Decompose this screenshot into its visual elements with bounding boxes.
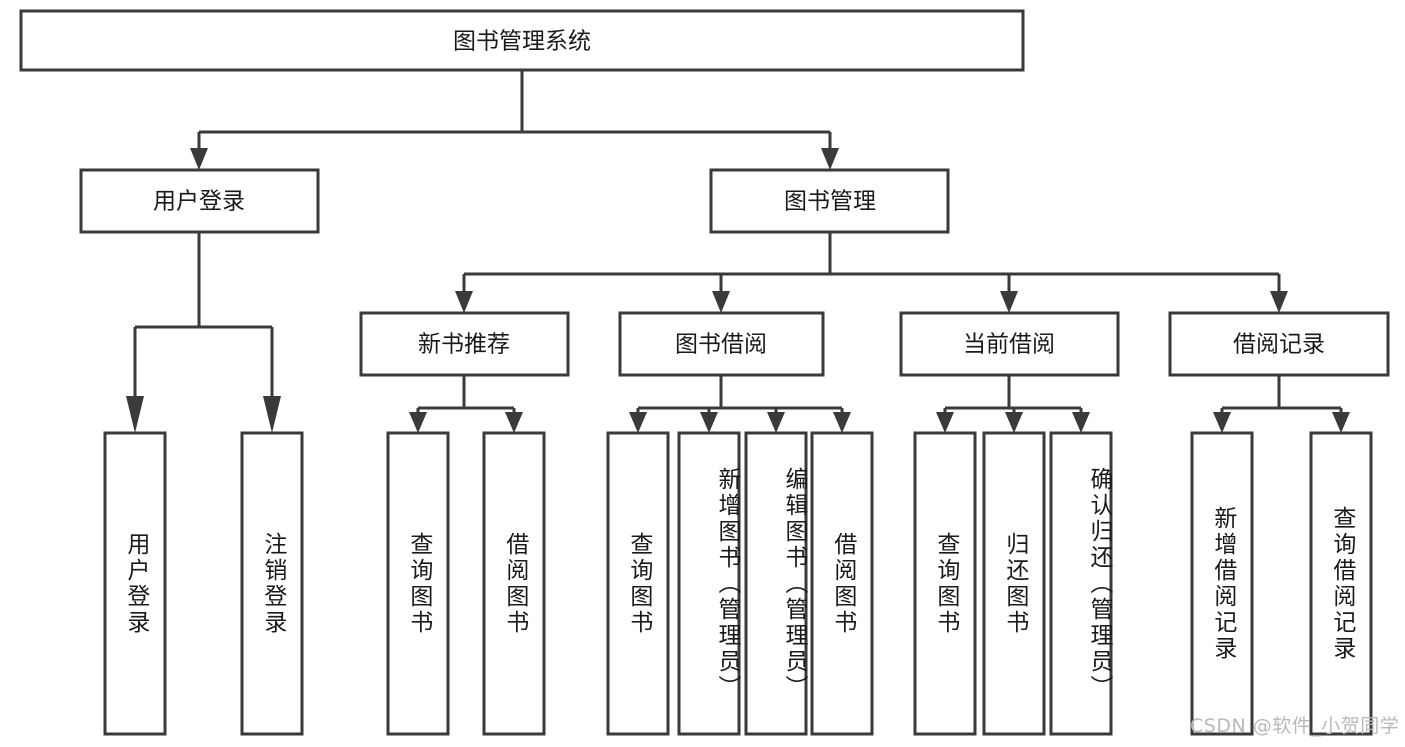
node-current-borrow[interactable]: 当前借阅 bbox=[899, 311, 1120, 377]
arrow-leaf-add-book-admin bbox=[700, 412, 718, 433]
arrow-leaf-user-login bbox=[126, 396, 144, 433]
leaf-query-book-1-box[interactable] bbox=[386, 431, 450, 736]
arrow-leaf-add-borrow-record bbox=[1213, 412, 1231, 433]
node-user-login-box[interactable] bbox=[79, 168, 320, 234]
arrow-to-book-borrow bbox=[712, 291, 730, 313]
node-book-management-label: 图书管理 bbox=[784, 189, 876, 215]
node-new-book-recommend[interactable]: 新书推荐 bbox=[359, 311, 570, 377]
leaf-confirm-return-admin-box[interactable] bbox=[1049, 431, 1113, 736]
node-borrow-record-label: 借阅记录 bbox=[1233, 332, 1325, 358]
connectors-group bbox=[126, 70, 1350, 433]
node-user-login-label: 用户登录 bbox=[153, 189, 245, 215]
leaf-user-login-box[interactable] bbox=[103, 431, 167, 736]
leaf-query-book-2-box[interactable] bbox=[606, 431, 670, 736]
leaf-add-borrow-record-box[interactable] bbox=[1190, 431, 1254, 736]
root-node-box[interactable] bbox=[19, 9, 1025, 72]
arrow-to-book-management bbox=[821, 148, 839, 170]
node-book-management[interactable]: 图书管理 bbox=[709, 168, 950, 234]
leaf-boxes-group bbox=[103, 431, 1373, 736]
node-book-management-box[interactable] bbox=[709, 168, 950, 234]
arrow-leaf-borrow-book-2 bbox=[833, 412, 851, 433]
arrow-leaf-query-book-1 bbox=[409, 412, 427, 433]
arrow-leaf-confirm-return-admin bbox=[1072, 412, 1090, 433]
node-book-borrow-box[interactable] bbox=[618, 311, 825, 377]
leaf-query-book-3-box[interactable] bbox=[913, 431, 977, 736]
leaf-return-book-box[interactable] bbox=[982, 431, 1046, 736]
arrow-to-user-login bbox=[190, 148, 208, 170]
node-current-borrow-box[interactable] bbox=[899, 311, 1120, 377]
node-user-login[interactable]: 用户登录 bbox=[79, 168, 320, 234]
arrow-leaf-query-book-3 bbox=[936, 412, 954, 433]
leaf-edit-book-admin-box[interactable] bbox=[744, 431, 808, 736]
leaf-add-book-admin-box[interactable] bbox=[677, 431, 741, 736]
node-new-book-recommend-label: 新书推荐 bbox=[418, 332, 510, 358]
node-book-borrow-label: 图书借阅 bbox=[675, 332, 767, 358]
arrow-to-borrow-record bbox=[1270, 291, 1288, 313]
leaf-borrow-book-1-box[interactable] bbox=[482, 431, 546, 736]
arrow-leaf-return-book bbox=[1005, 412, 1023, 433]
arrow-leaf-logout bbox=[263, 396, 281, 433]
leaf-borrow-book-2-box[interactable] bbox=[810, 431, 874, 736]
arrow-to-current-borrow bbox=[1000, 291, 1018, 313]
leaf-query-borrow-record-box[interactable] bbox=[1309, 431, 1373, 736]
node-borrow-record[interactable]: 借阅记录 bbox=[1168, 311, 1390, 377]
arrow-leaf-query-borrow-record bbox=[1332, 412, 1350, 433]
root-node[interactable]: 图书管理系统 bbox=[19, 9, 1025, 72]
node-borrow-record-box[interactable] bbox=[1168, 311, 1390, 377]
csdn-watermark: CSDN @软件_小贺同学 bbox=[1190, 715, 1400, 737]
arrow-to-new-book bbox=[455, 291, 473, 313]
arrow-leaf-query-book-2 bbox=[629, 412, 647, 433]
leaf-logout-box[interactable] bbox=[240, 431, 304, 736]
arrow-leaf-borrow-book-1 bbox=[505, 412, 523, 433]
node-book-borrow[interactable]: 图书借阅 bbox=[618, 311, 825, 377]
arrow-leaf-edit-book-admin bbox=[767, 412, 785, 433]
node-new-book-recommend-box[interactable] bbox=[359, 311, 570, 377]
root-node-label: 图书管理系统 bbox=[453, 29, 591, 55]
node-current-borrow-label: 当前借阅 bbox=[963, 332, 1055, 358]
